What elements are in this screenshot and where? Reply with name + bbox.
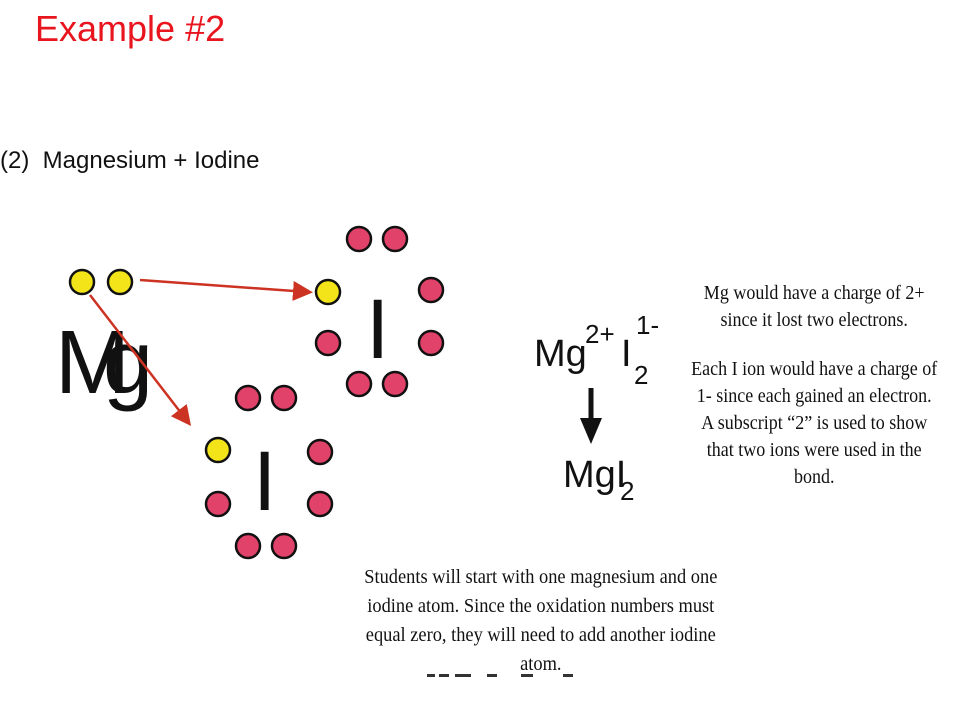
note-line: Mg would have a charge of 2+ <box>703 282 925 304</box>
charge-explanation: Mg would have a charge of 2+ since it lo… <box>690 280 938 491</box>
iodine-electron <box>234 532 262 560</box>
iodine-electron <box>381 370 409 398</box>
iodine-electron <box>345 225 373 253</box>
product-subscript: 2 <box>620 476 634 506</box>
mg-symbol: Mg <box>55 313 153 413</box>
iodine-atom-lower: I <box>204 384 334 560</box>
ionic-formula: Mg 2+ I 1- 2 <box>534 310 659 390</box>
iodine-electron <box>234 384 262 412</box>
note-line: Each I ion would have a charge of <box>691 358 938 380</box>
note-line: bond. <box>793 466 835 488</box>
transfer-arrow-upper <box>139 278 313 301</box>
iodine-atom-upper: I <box>314 225 445 398</box>
note-line: A subscript “2” is used to show <box>701 412 928 434</box>
gained-electron <box>204 436 232 464</box>
formula-charge-mg: 2+ <box>585 319 615 349</box>
note-line: since it lost two electrons. <box>720 309 908 331</box>
cropped-text-remnant <box>427 674 573 677</box>
mg-valence-electron <box>68 268 96 296</box>
gained-electron <box>314 278 342 306</box>
mg-atom: Mg <box>55 268 153 413</box>
iodine-electron <box>270 532 298 560</box>
transfer-arrow-lower <box>89 294 192 426</box>
product-formula: MgI 2 <box>563 454 634 506</box>
mg-valence-electron <box>106 268 134 296</box>
iodine-symbol: I <box>366 282 389 376</box>
iodine-electron <box>345 370 373 398</box>
note-line: equal zero, they will need to add anothe… <box>365 624 716 675</box>
formula-element-i: I <box>621 333 632 375</box>
diagram-label: (2) Magnesium + Iodine <box>0 147 259 174</box>
iodine-electron <box>381 225 409 253</box>
iodine-symbol: I <box>253 434 276 528</box>
note-line: iodine atom. Since the oxidation numbers… <box>367 595 715 617</box>
iodine-electron <box>306 490 334 518</box>
formula-subscript: 2 <box>634 360 648 390</box>
formula-element-mg: Mg <box>534 333 587 375</box>
note-line: Students will start with one magnesium a… <box>364 566 718 588</box>
note-line: 1- since each gained an electron. <box>696 385 932 407</box>
student-instructions: Students will start with one magnesium a… <box>343 563 739 679</box>
iodine-electron <box>314 329 342 357</box>
iodine-electron <box>270 384 298 412</box>
slide-title: Example #2 <box>35 8 226 49</box>
iodine-electron <box>306 438 334 466</box>
formula-charge-i: 1- <box>636 310 659 340</box>
iodine-electron <box>204 490 232 518</box>
product-base: MgI <box>563 454 626 496</box>
iodine-electron <box>417 329 445 357</box>
down-arrow-icon <box>580 388 602 444</box>
note-line: that two ions were used in the <box>706 439 922 461</box>
iodine-electron <box>417 276 445 304</box>
